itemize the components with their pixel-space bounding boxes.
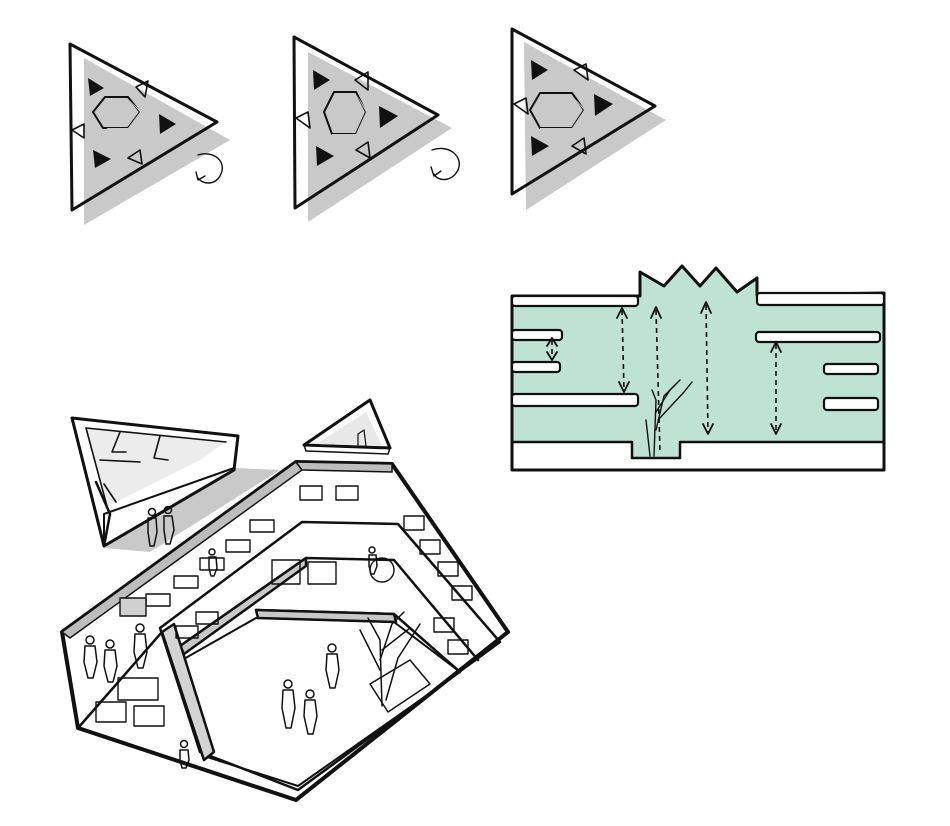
person-figure <box>208 548 218 577</box>
small-roof-triangle <box>302 398 392 455</box>
section-atrium-fill <box>512 266 884 458</box>
solid-triangle-mark <box>379 106 398 128</box>
open-triangle-mark <box>127 149 143 165</box>
arrowheads <box>546 301 782 435</box>
sightline-arrows <box>551 304 777 453</box>
person-figure <box>303 689 318 735</box>
rotation-diagram-3 <box>510 27 666 210</box>
open-triangle-mark <box>571 137 587 155</box>
solid-triangle-mark <box>88 78 104 96</box>
solid-triangle-mark <box>316 146 334 166</box>
clockwise-arrow-icon <box>195 153 223 184</box>
person-figure <box>147 505 175 547</box>
people <box>83 546 378 769</box>
rotation-diagram-2 <box>292 35 460 222</box>
person-figure <box>103 639 118 683</box>
rotation-diagram-1 <box>68 42 230 225</box>
floor-slabs <box>510 291 886 412</box>
person-figure <box>281 679 296 729</box>
person-figure <box>83 635 98 679</box>
triangle-shadow <box>308 52 452 222</box>
upper-floor-block <box>70 416 280 552</box>
open-triangle-mark <box>354 71 369 91</box>
solid-triangle-mark <box>531 60 548 80</box>
open-triangle-mark <box>135 80 149 98</box>
open-triangle-mark <box>71 123 85 139</box>
solid-triangle-mark <box>313 70 330 90</box>
atrium-tree <box>645 379 693 457</box>
clockwise-arrow-icon <box>430 147 460 181</box>
section-diagram <box>510 264 886 472</box>
person-figure <box>179 739 190 769</box>
triangle-shadow <box>84 58 230 225</box>
solid-triangle-mark <box>531 136 549 156</box>
solid-triangle-mark <box>159 114 176 134</box>
person-figure <box>325 643 340 689</box>
person-figure <box>368 546 378 575</box>
axonometric-floor-plate <box>60 460 510 802</box>
triangle-outline <box>510 27 657 196</box>
open-triangle-mark <box>355 141 371 159</box>
open-triangle-mark <box>573 63 589 81</box>
solid-triangle-mark <box>93 150 111 168</box>
solid-triangle-mark <box>594 94 613 116</box>
open-triangle-mark <box>513 97 529 115</box>
furniture <box>95 485 473 727</box>
ground-band <box>512 442 884 469</box>
person-figure <box>133 623 148 669</box>
floor-plate-outline <box>60 460 510 802</box>
triangle-shadow <box>524 42 666 210</box>
triangle-outline <box>292 35 440 210</box>
open-triangle-mark <box>295 111 311 129</box>
courtyard-tree <box>359 611 431 713</box>
